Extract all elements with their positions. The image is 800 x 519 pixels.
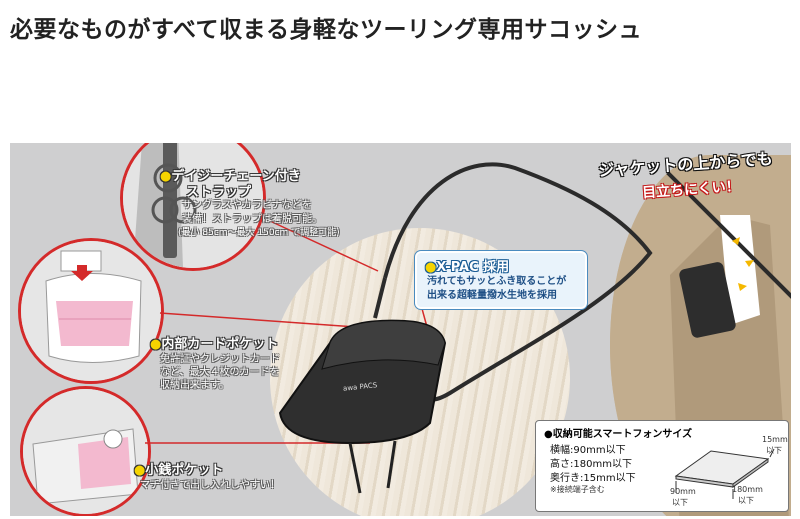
bag-and-callout-lines bbox=[145, 162, 754, 494]
dim-15mm-suffix: 以下 bbox=[766, 446, 782, 455]
bag-flap bbox=[321, 320, 446, 370]
card-pocket-title: ●内部カードポケット bbox=[150, 337, 279, 352]
spec-note: ※接続端子含む bbox=[550, 485, 605, 494]
strap-desc-3: (最小 85cm～最大 150cm で調整可能) bbox=[178, 228, 340, 238]
strap-detail-bubble bbox=[120, 143, 266, 271]
phone-dimension-diagram bbox=[674, 448, 775, 499]
product-illustration-panel: awa PACS ●デイジーチェーン付き ストラップ サングラスやカラビナなどを… bbox=[10, 143, 791, 516]
strap-detail-illustration bbox=[123, 143, 263, 268]
smartphone-size-spec-box: ●収納可能スマートフォンサイズ 横幅:90mm以下 高さ:180mm以下 奥行き… bbox=[535, 420, 789, 512]
dim-90mm: 90mm bbox=[670, 487, 696, 496]
card-callout-line bbox=[159, 312, 371, 329]
coin-pocket-title: ●小銭ポケット bbox=[134, 463, 224, 478]
strap-callout-line bbox=[269, 220, 379, 272]
coin-pocket-bubble bbox=[20, 386, 151, 516]
card-desc-3: 収納出来ます。 bbox=[160, 380, 229, 391]
strap-feature-title-2: ストラップ bbox=[186, 185, 252, 200]
xpac-desc-2: 出来る超軽量撥水生地を採用 bbox=[427, 290, 557, 301]
xpac-title: ●X-PAC 採用 bbox=[425, 260, 510, 275]
dim-90mm-suffix: 以下 bbox=[672, 498, 688, 507]
strap-desc-1: サングラスやカラビナなどを bbox=[182, 200, 312, 211]
coin-desc: マチ付きで出し入れしやすい！ bbox=[140, 480, 280, 491]
coin-pocket-illustration bbox=[23, 389, 148, 514]
strap-cord bbox=[383, 162, 653, 402]
spec-height: 高さ:180mm以下 bbox=[550, 459, 632, 470]
bullet-icon: ● bbox=[134, 463, 146, 478]
dim-180mm: 180mm bbox=[732, 485, 763, 494]
bullet-icon: ● bbox=[160, 169, 172, 184]
dim-15mm: 15mm bbox=[762, 435, 788, 444]
bullet-icon: ● bbox=[544, 429, 553, 440]
dim-180mm-suffix: 以下 bbox=[738, 496, 754, 505]
zipper-pull-2 bbox=[386, 440, 397, 489]
strap-feature-title: ●デイジーチェーン付き bbox=[160, 169, 301, 184]
card-pocket-bubble bbox=[18, 238, 164, 384]
strap-desc-2: 装備！ストラップは着脱可能。 bbox=[182, 214, 322, 225]
strap-lower bbox=[373, 277, 387, 319]
zipper-pull bbox=[348, 442, 362, 494]
page-title: 必要なものがすべて収まる身軽なツーリング専用サコッシュ bbox=[10, 17, 642, 43]
xpac-desc-1: 汚れてもサッとふき取ることが bbox=[427, 276, 567, 287]
spec-depth: 奥行き:15mm以下 bbox=[550, 473, 636, 484]
card-desc-2: など、最大４枚のカードを bbox=[160, 367, 280, 378]
spec-title: ●収納可能スマートフォンサイズ bbox=[544, 429, 693, 440]
card-pocket-illustration bbox=[21, 241, 161, 381]
bullet-icon: ● bbox=[150, 337, 162, 352]
xpac-callout-box: ●X-PAC 採用 汚れてもサッとふき取ることが 出来る超軽量撥水生地を採用 bbox=[415, 251, 587, 309]
spec-width: 横幅:90mm以下 bbox=[550, 445, 626, 456]
bullet-icon: ● bbox=[425, 260, 437, 275]
card-desc-1: 免許証やクレジットカード bbox=[160, 354, 280, 365]
